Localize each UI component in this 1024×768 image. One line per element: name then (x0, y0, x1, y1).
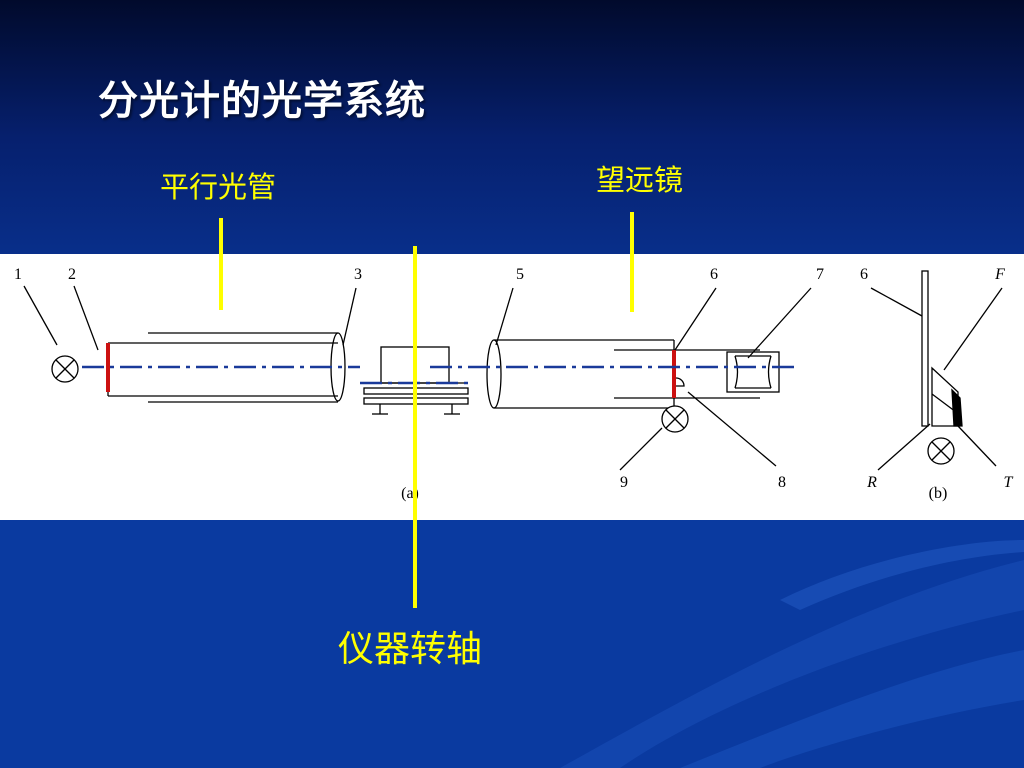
slide-title: 分光计的光学系统 (98, 78, 426, 124)
part-number: 7 (816, 266, 824, 283)
part-number: 5 (516, 266, 524, 283)
telescope-label: 望远镜 (596, 163, 684, 197)
lamp-icon (51, 355, 79, 383)
callout-pointers (219, 212, 634, 608)
detail-label: F (994, 266, 1005, 283)
part-number: 8 (778, 474, 786, 491)
eyepiece (726, 351, 780, 393)
part-number: 3 (354, 266, 362, 283)
part-number: 9 (620, 474, 628, 491)
diagram-panel (0, 254, 1024, 520)
part-number: 1 (14, 266, 22, 283)
part-number: 6 (710, 266, 718, 283)
part-number: 2 (68, 266, 76, 283)
sub-caption: (b) (929, 485, 948, 502)
collimator-label: 平行光管 (160, 170, 277, 204)
part-number: 6 (860, 266, 868, 283)
detail-label: R (866, 474, 877, 491)
rotation-axis-label: 仪器转轴 (338, 629, 483, 670)
lamp-icon (661, 405, 689, 433)
detail-label: T (1004, 474, 1014, 491)
telescope-tube (486, 339, 760, 409)
small-prism (675, 377, 685, 387)
detail-b (870, 270, 1003, 471)
